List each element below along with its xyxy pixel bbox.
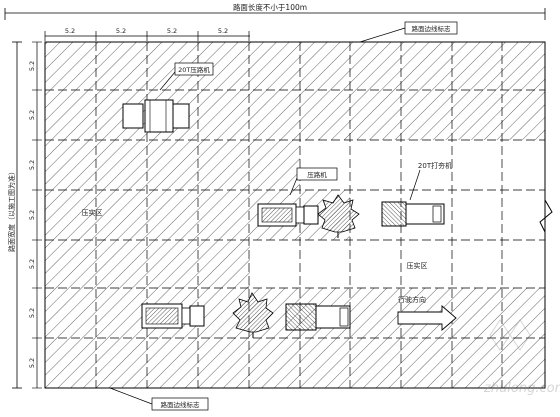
column-dimension-chain: 5.2 5.2 5.2 5.2 <box>44 27 250 41</box>
column-dim-label: 5.2 <box>65 27 75 35</box>
roller-mid-label: 压路机 <box>307 170 327 179</box>
tree-icon <box>232 292 274 338</box>
tamper-mid: 20T打夯机 <box>381 161 452 227</box>
tamper-bottom <box>285 303 351 331</box>
row-dim-label: 5.2 <box>28 210 36 220</box>
row-dim-label: 5.2 <box>28 308 36 318</box>
roller-top-label: 20T压路机 <box>178 65 210 74</box>
tree-icon <box>317 194 360 238</box>
row-dim-label: 5.2 <box>28 160 36 170</box>
top-length-dimension: 路面长度不小于100m <box>4 2 546 20</box>
row-dimension-chain: 5.2 5.2 5.2 5.2 5.2 5.2 5.2 <box>28 41 42 389</box>
row-dim-label: 5.2 <box>28 110 36 120</box>
tamper-label: 20T打夯机 <box>418 161 452 170</box>
watermark-text: zhulong.com <box>483 381 560 396</box>
row-dim-label: 5.2 <box>28 61 36 71</box>
zone-left-label: 压实区 <box>82 208 103 217</box>
road-edge-marker-label: 路面边线标志 <box>161 400 201 409</box>
column-dim-label: 5.2 <box>218 27 228 35</box>
roller-top: 20T压路机 <box>122 62 214 133</box>
direction-label: 行驶方向 <box>398 295 426 304</box>
column-dim-label: 5.2 <box>116 27 126 35</box>
uncompacted-zone <box>350 140 545 288</box>
roller-bottom <box>141 303 205 329</box>
top-length-label: 路面长度不小于100m <box>233 2 307 12</box>
callout-top-right: 路面边线标志 <box>359 21 458 43</box>
zone-right-label: 压实区 <box>407 261 428 270</box>
left-width-dimension: 路面宽度（以施工图为准） <box>7 41 22 389</box>
row-dim-label: 5.2 <box>28 358 36 368</box>
callout-bottom-left: 路面边线标志 <box>109 387 209 411</box>
direction-arrow: 行驶方向 <box>397 295 457 331</box>
column-dim-label: 5.2 <box>167 27 177 35</box>
road-edge-marker-label: 路面边线标志 <box>412 24 452 33</box>
watermark: zhulong.com <box>483 319 560 396</box>
row-dim-label: 5.2 <box>28 259 36 269</box>
left-width-label: 路面宽度（以施工图为准） <box>7 168 16 252</box>
roller-mid: 压路机 <box>257 167 338 227</box>
